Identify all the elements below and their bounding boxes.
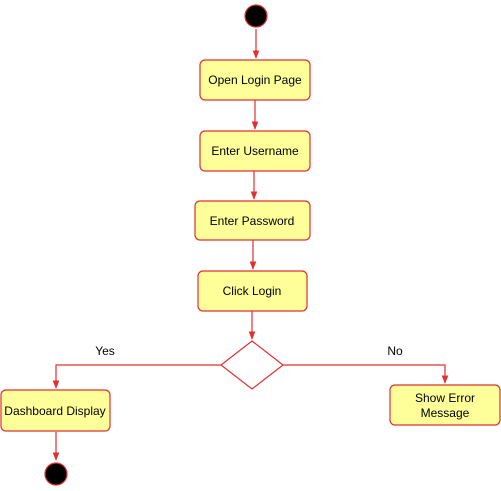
action-box xyxy=(0,389,111,432)
action-label-enter-password: Enter Password xyxy=(210,214,295,228)
decision-node[interactable] xyxy=(220,340,284,390)
edge-label-yes: Yes xyxy=(95,344,115,358)
action-label-show-error-line1: Show Error xyxy=(415,391,475,405)
edge-label-no: No xyxy=(387,344,403,358)
edge-decision-yes-to-dashboard xyxy=(52,364,221,389)
action-enter-password[interactable]: Enter Password xyxy=(194,200,311,241)
action-box xyxy=(199,130,311,172)
action-open-login-page[interactable]: Open Login Page xyxy=(199,59,311,101)
action-show-error-message[interactable]: Show Error Message xyxy=(389,384,501,426)
edges xyxy=(52,29,449,461)
action-box xyxy=(199,59,311,101)
action-label-open-login-page: Open Login Page xyxy=(208,73,302,87)
action-dashboard-display[interactable]: Dashboard Display xyxy=(0,389,111,432)
edge-decision-no-to-error xyxy=(283,364,449,384)
final-node xyxy=(44,462,68,486)
action-label-dashboard-display: Dashboard Display xyxy=(4,404,105,418)
action-label-show-error-line2: Message xyxy=(421,406,470,420)
action-click-login[interactable]: Click Login xyxy=(197,270,308,312)
action-box xyxy=(389,384,501,426)
action-label-enter-username: Enter Username xyxy=(211,144,299,158)
action-label-click-login: Click Login xyxy=(223,284,282,298)
action-box xyxy=(194,200,311,241)
action-enter-username[interactable]: Enter Username xyxy=(199,130,311,172)
action-box xyxy=(197,270,308,312)
initial-node xyxy=(244,4,268,28)
